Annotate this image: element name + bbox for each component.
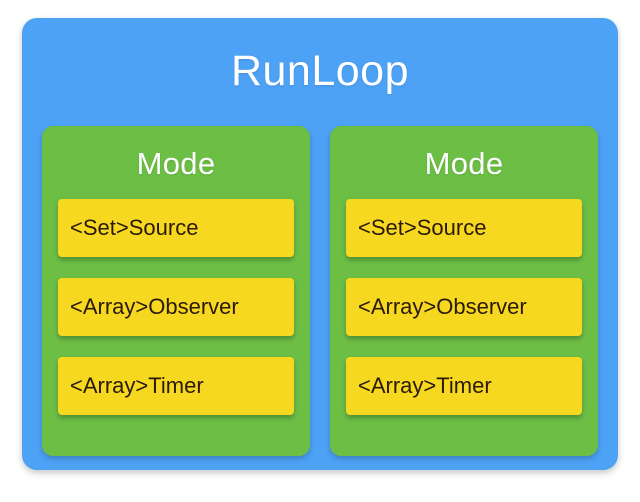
runloop-title: RunLoop [230,47,410,95]
mode-title-1: Mode [136,146,216,181]
item-label-source-2: <Set>Source [358,215,487,240]
item-label-observer-2: <Array>Observer [358,294,527,319]
item-box-source-1: <Set>Source [58,199,294,257]
item-label-timer-2: <Array>Timer [358,373,492,398]
mode-title-2: Mode [424,146,504,181]
runloop-container: RunLoop Mode <Set>Source <Array>Observer… [22,18,618,470]
item-label-timer-1: <Array>Timer [70,373,204,398]
item-box-source-2: <Set>Source [346,199,582,257]
mode-panel-1: Mode <Set>Source <Array>Observer <Array>… [42,126,310,456]
item-box-observer-2: <Array>Observer [346,278,582,336]
item-box-timer-2: <Array>Timer [346,357,582,415]
mode-items-2: <Set>Source <Array>Observer <Array>Timer [346,199,582,415]
item-box-observer-1: <Array>Observer [58,278,294,336]
modes-row: Mode <Set>Source <Array>Observer <Array>… [42,126,598,456]
mode-items-1: <Set>Source <Array>Observer <Array>Timer [58,199,294,415]
mode-panel-2: Mode <Set>Source <Array>Observer <Array>… [330,126,598,456]
item-label-source-1: <Set>Source [70,215,199,240]
item-label-observer-1: <Array>Observer [70,294,239,319]
item-box-timer-1: <Array>Timer [58,357,294,415]
